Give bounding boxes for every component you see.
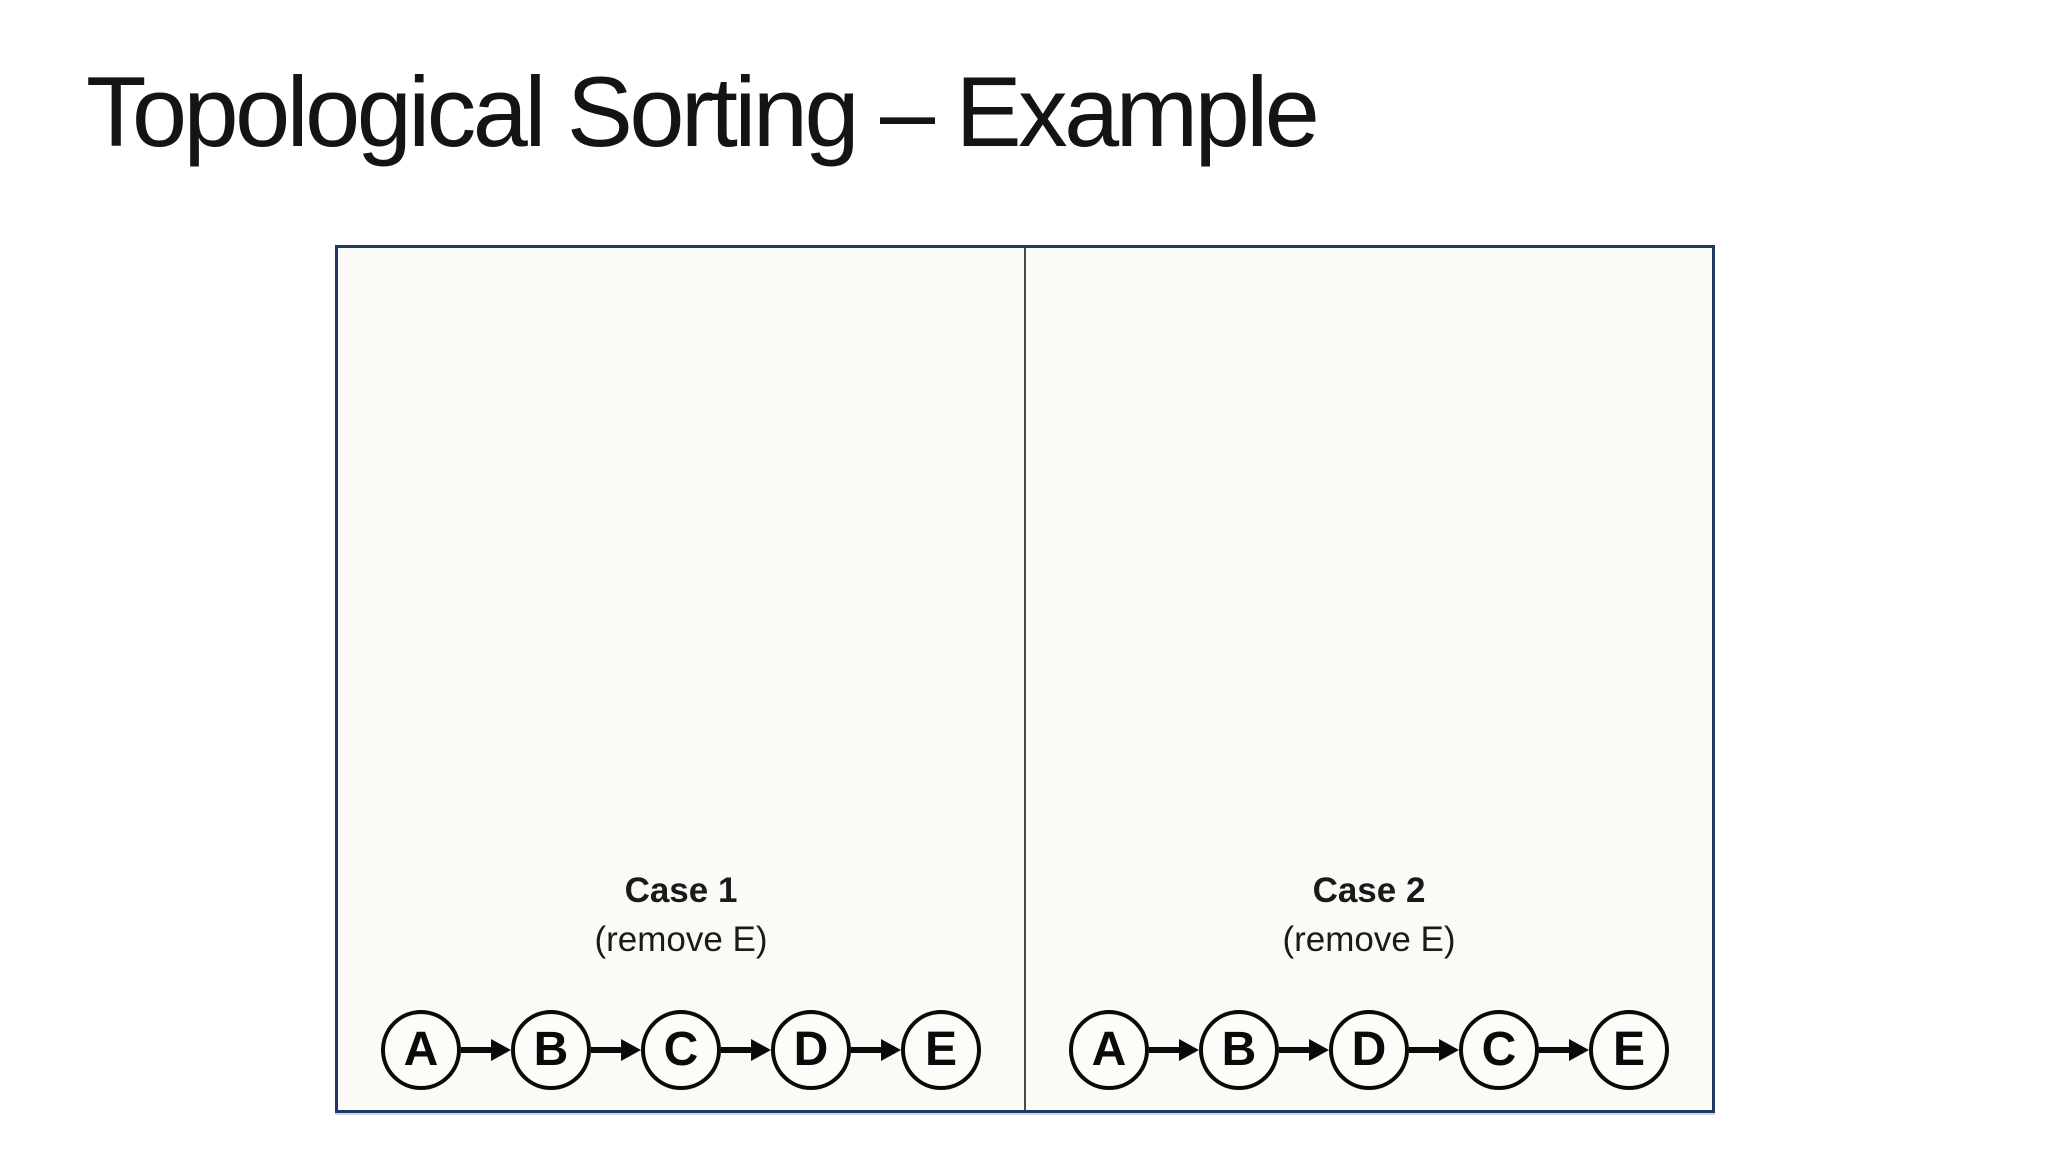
graph-node: A (1069, 1010, 1149, 1090)
case-2-subtitle: (remove E) (1282, 920, 1456, 960)
graph-node: C (1459, 1010, 1539, 1090)
node-label: C (663, 1023, 699, 1076)
case-1-graph: A B C D E (338, 1008, 1024, 1092)
case-2-graph: A B D C E (1026, 1008, 1712, 1092)
node-label: C (1481, 1023, 1517, 1076)
graph-node: E (901, 1010, 981, 1090)
case-1-heading: Case 1 (remove E) (338, 869, 1024, 963)
case-2-title: Case 2 (1312, 870, 1426, 910)
graph-node: C (641, 1010, 721, 1090)
graph-node: D (1329, 1010, 1409, 1090)
arrow-right-icon (461, 1039, 511, 1061)
graph-node: B (1199, 1010, 1279, 1090)
arrow-right-icon (1149, 1039, 1199, 1061)
graph-node: A (381, 1010, 461, 1090)
graph-node: D (771, 1010, 851, 1090)
case-1-panel: Case 1 (remove E) A B C D E (338, 248, 1026, 1110)
node-label: A (403, 1023, 439, 1076)
graph-node: B (511, 1010, 591, 1090)
slide-title: Topological Sorting – Example (86, 56, 1320, 167)
cases-panel: Case 1 (remove E) A B C D E Case 2 (remo… (335, 245, 1715, 1113)
node-label: D (793, 1023, 829, 1076)
case-2-heading: Case 2 (remove E) (1026, 869, 1712, 963)
case-1-title: Case 1 (624, 870, 738, 910)
node-label: B (533, 1023, 569, 1076)
node-label: B (1221, 1023, 1257, 1076)
graph-node: E (1589, 1010, 1669, 1090)
case-1-subtitle: (remove E) (594, 920, 768, 960)
case-2-panel: Case 2 (remove E) A B D C E (1026, 248, 1712, 1110)
arrow-right-icon (851, 1039, 901, 1061)
arrow-right-icon (1279, 1039, 1329, 1061)
node-label: D (1351, 1023, 1387, 1076)
arrow-right-icon (721, 1039, 771, 1061)
node-label: E (1612, 1023, 1645, 1076)
arrow-right-icon (1539, 1039, 1589, 1061)
node-label: A (1091, 1023, 1127, 1076)
arrow-right-icon (591, 1039, 641, 1061)
arrow-right-icon (1409, 1039, 1459, 1061)
node-label: E (924, 1023, 957, 1076)
